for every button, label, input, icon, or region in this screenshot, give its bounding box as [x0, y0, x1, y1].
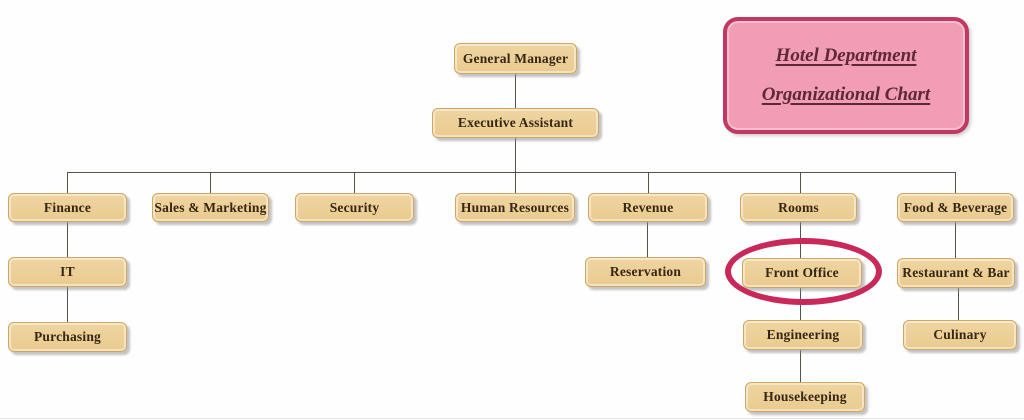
connector-engineering-housekeeping — [800, 350, 801, 382]
org-node-rooms: Rooms — [740, 193, 857, 222]
connector-departments-rail — [67, 172, 956, 173]
connector-drop-revenue — [648, 172, 649, 193]
org-node-human-resources: Human Resources — [455, 193, 575, 222]
org-node-it: IT — [8, 257, 127, 287]
chart-title-line2: Organizational Chart — [761, 84, 931, 105]
connector-it-purchasing — [67, 287, 68, 322]
connector-gm-ea — [515, 74, 516, 108]
org-node-security: Security — [295, 193, 414, 222]
org-node-sales-marketing: Sales & Marketing — [152, 193, 269, 222]
org-node-housekeeping: Housekeeping — [745, 382, 865, 412]
connector-fb-restaurant-bar — [955, 222, 956, 258]
org-node-finance: Finance — [8, 193, 127, 222]
connector-revenue-reservation — [647, 222, 648, 257]
connector-drop-rooms — [800, 172, 801, 193]
chart-title-box: Hotel Department Organizational Chart — [723, 17, 969, 134]
connector-drop-food-beverage — [955, 172, 956, 193]
org-node-restaurant-bar: Restaurant & Bar — [897, 258, 1015, 288]
connector-restaurant-culinary — [958, 288, 959, 320]
connector-ea-trunk — [515, 138, 516, 172]
connector-drop-sales-marketing — [210, 172, 211, 193]
front-office-highlight-ellipse — [725, 238, 882, 305]
org-node-engineering: Engineering — [743, 320, 863, 350]
page-bottom-rule — [0, 418, 1024, 419]
org-node-purchasing: Purchasing — [8, 322, 127, 352]
connector-finance-it — [67, 222, 68, 257]
connector-drop-finance — [67, 172, 68, 193]
org-node-food-beverage: Food & Beverage — [897, 193, 1014, 222]
chart-title-line1: Hotel Department — [775, 45, 917, 66]
connector-drop-human-resources — [515, 172, 516, 193]
org-node-culinary: Culinary — [903, 320, 1017, 350]
org-node-revenue: Revenue — [588, 193, 708, 222]
org-node-general-manager: General Manager — [454, 43, 577, 74]
connector-drop-security — [354, 172, 355, 193]
org-node-executive-assistant: Executive Assistant — [432, 108, 599, 138]
org-node-reservation: Reservation — [585, 257, 706, 287]
